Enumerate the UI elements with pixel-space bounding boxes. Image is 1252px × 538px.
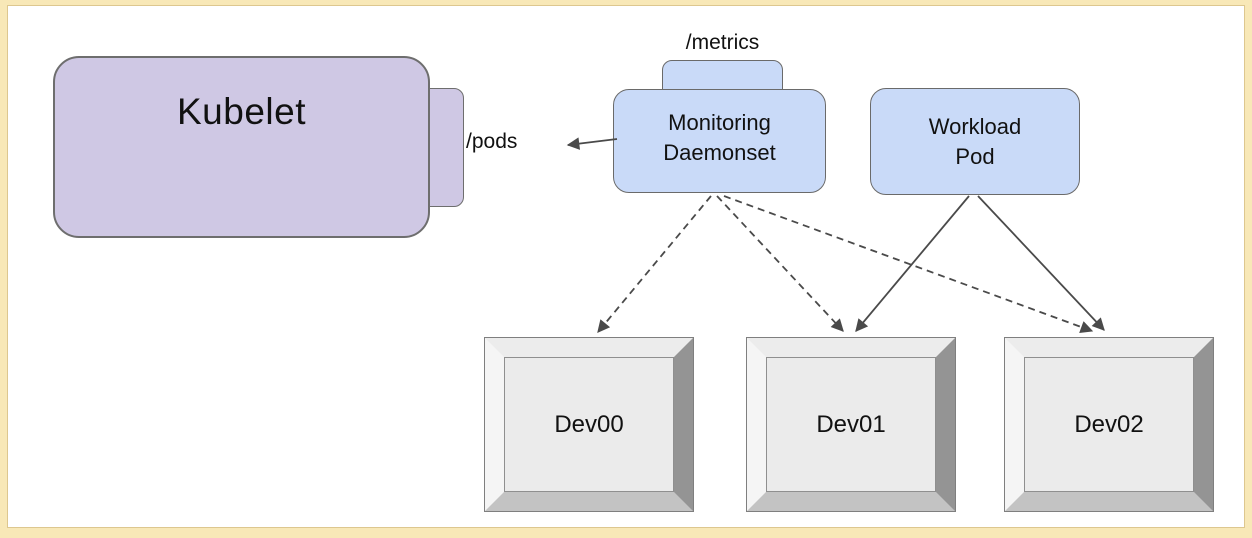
monitoring-daemonset-node: Monitoring Daemonset [613,89,826,193]
device-label: Dev00 [554,410,624,438]
monitoring-daemonset-label-line2: Daemonset [663,140,776,165]
device-face: Dev02 [1024,357,1194,492]
workload-pod-label-line1: Workload [928,113,1022,139]
device-face: Dev01 [766,357,936,492]
device-node-dev01: Dev01 [746,337,956,512]
kubelet-node: Kubelet [53,56,430,238]
workload-pod-label-line2: Pod [955,143,995,169]
pods-endpoint-label: /pods [466,130,518,153]
device-label: Dev01 [816,410,886,438]
device-label: Dev02 [1074,410,1144,438]
device-node-dev02: Dev02 [1004,337,1214,512]
monitoring-daemonset-label-line1: Monitoring [668,110,771,135]
kubelet-label: Kubelet [177,91,306,132]
metrics-endpoint-label: /metrics [685,31,760,54]
device-node-dev00: Dev00 [484,337,694,512]
device-face: Dev00 [504,357,674,492]
workload-pod-node: Workload Pod [870,88,1080,195]
